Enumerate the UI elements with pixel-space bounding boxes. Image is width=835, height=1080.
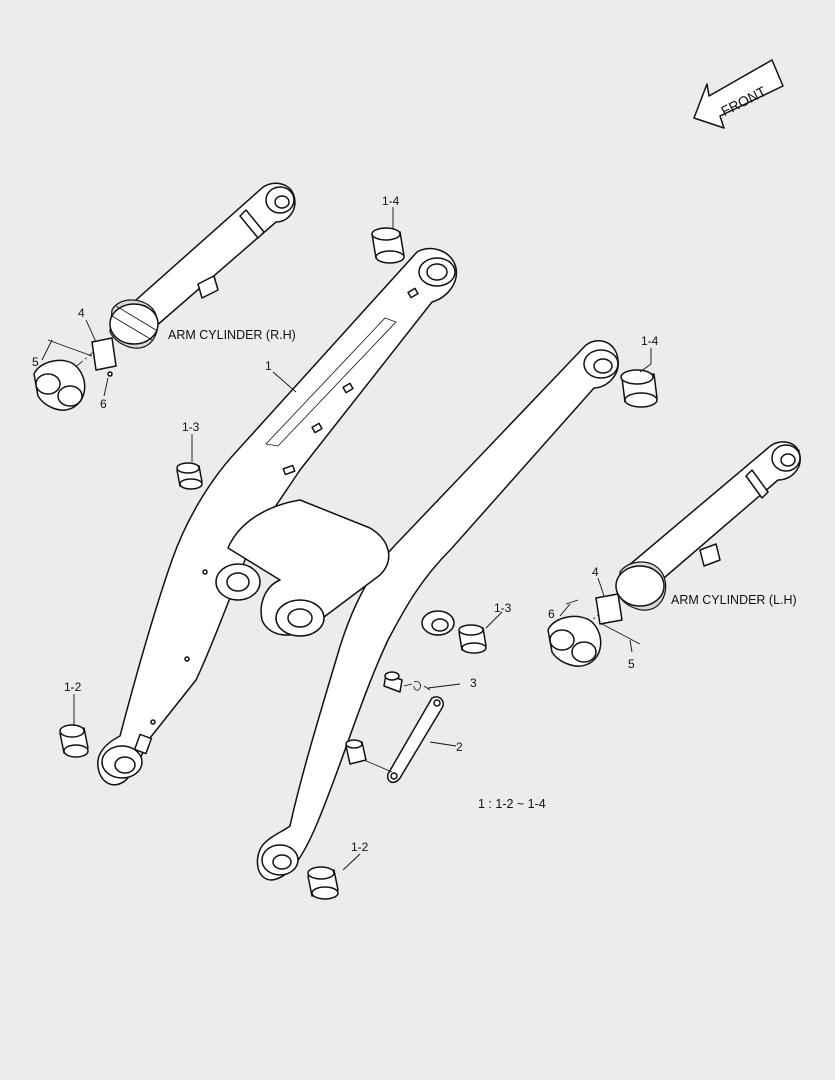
bushing-mid-right — [421, 610, 487, 654]
callout-bushing-bottom-right: 1-2 — [351, 840, 369, 854]
arm-cross-tube — [227, 499, 390, 636]
bushing-bottom-right — [307, 866, 339, 900]
callout-bushing-bottom-left: 1-2 — [64, 680, 82, 694]
caption-arm-cylinder-rh: ARM CYLINDER (R.H) — [168, 328, 296, 342]
callout-arm: 1 — [265, 359, 272, 373]
bushing-top-right — [620, 369, 658, 408]
caption-arm-cylinder-lh: ARM CYLINDER (L.H) — [671, 593, 797, 607]
callout-lh-cylinder-bolt: 5 — [628, 657, 635, 671]
arm-frame — [97, 247, 619, 881]
arm-cylinder-lh — [547, 441, 801, 667]
callout-rh-cylinder-pin: 4 — [78, 306, 85, 320]
callout-bushing-top-right: 1-4 — [641, 334, 659, 348]
leader-lines — [41, 207, 652, 871]
caption-kit-note: 1 : 1-2 ~ 1-4 — [478, 797, 546, 811]
pin-part — [383, 671, 431, 693]
bushing-top-left — [371, 227, 405, 264]
callout-link: 2 — [456, 740, 463, 754]
callout-lh-cylinder-pin: 4 — [592, 565, 599, 579]
link-bar — [345, 696, 444, 784]
callout-bushing-top-left: 1-4 — [382, 194, 400, 208]
front-arrow-icon: FRONT — [693, 59, 784, 129]
bushing-mid-left — [176, 462, 203, 490]
bushing-bottom-left — [59, 724, 89, 758]
callout-pin: 3 — [470, 676, 477, 690]
callout-rh-cylinder-nut: 6 — [100, 397, 107, 411]
callout-lh-cylinder-nut: 6 — [548, 607, 555, 621]
callout-bushing-mid-left: 1-3 — [182, 420, 200, 434]
arm-cylinder-rh — [33, 182, 296, 411]
callout-bushing-mid-right: 1-3 — [494, 601, 512, 615]
callout-rh-cylinder-bolt: 5 — [32, 355, 39, 369]
